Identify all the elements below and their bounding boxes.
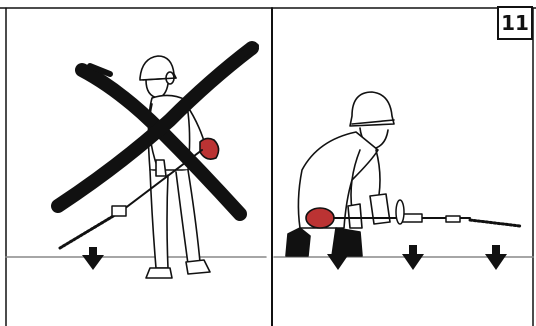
- right-panel: [286, 92, 520, 270]
- figure-number-badge: 11: [497, 6, 533, 40]
- left-panel: [58, 46, 256, 278]
- worker-bent-icon: [286, 92, 394, 256]
- figure-border: [0, 8, 536, 326]
- down-arrow-icon: [82, 247, 104, 270]
- down-arrow-icon: [485, 245, 507, 270]
- down-arrow-icon: [402, 245, 424, 270]
